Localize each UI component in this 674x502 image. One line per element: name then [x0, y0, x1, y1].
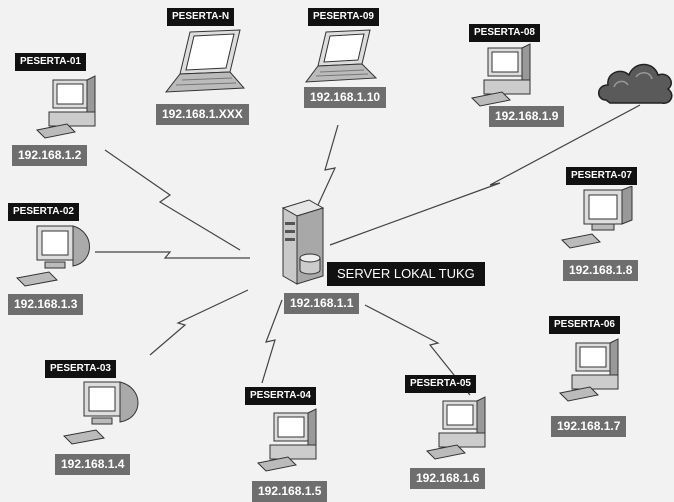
- peserta-n-label: PESERTA-N: [167, 8, 235, 26]
- peserta-07-ip: 192.168.1.8: [563, 260, 639, 281]
- link-peserta-01: [104, 149, 241, 251]
- peserta-04-label: PESERTA-04: [245, 387, 316, 405]
- peserta-02-ip: 192.168.1.3: [8, 294, 84, 315]
- peserta-07-label: PESERTA-07: [566, 167, 637, 185]
- desktop-icon: [470, 43, 531, 107]
- desktop-icon: [256, 408, 317, 472]
- laptop-icon: [304, 29, 378, 83]
- peserta-08-label: PESERTA-08: [469, 24, 540, 42]
- peserta-09-label: PESERTA-09: [308, 8, 379, 26]
- peserta-01-label: PESERTA-01: [15, 53, 86, 71]
- link-peserta-03: [149, 289, 249, 356]
- peserta-05-ip: 192.168.1.6: [410, 468, 486, 489]
- peserta-01-ip: 192.168.1.2: [12, 145, 88, 166]
- crt-monitor-icon: [62, 381, 139, 445]
- link-peserta-02: [95, 251, 250, 259]
- desktop-icon: [558, 338, 619, 402]
- cloud-icon: [598, 63, 673, 104]
- laptop-icon: [164, 29, 246, 93]
- monitor-icon: [560, 186, 633, 249]
- peserta-06-ip: 192.168.1.7: [551, 416, 627, 437]
- peserta-03-label: PESERTA-03: [45, 360, 116, 378]
- peserta-03-ip: 192.168.1.4: [55, 454, 131, 475]
- peserta-08-ip: 192.168.1.9: [489, 106, 565, 127]
- server-name-label: SERVER LOKAL TUKG: [327, 262, 485, 286]
- server-icon: [281, 199, 325, 285]
- link-peserta-05: [364, 304, 471, 396]
- peserta-05-label: PESERTA-05: [405, 375, 476, 393]
- peserta-06-label: PESERTA-06: [549, 316, 620, 334]
- server-ip-label: 192.168.1.1: [284, 293, 360, 314]
- peserta-04-ip: 192.168.1.5: [252, 481, 328, 502]
- link-peserta-04: [261, 299, 283, 384]
- desktop-icon: [35, 75, 96, 139]
- link-peserta-09: [317, 124, 339, 206]
- peserta-n-ip: 192.168.1.XXX: [156, 104, 249, 125]
- desktop-icon: [425, 396, 486, 460]
- peserta-02-label: PESERTA-02: [8, 203, 79, 221]
- peserta-09-ip: 192.168.1.10: [304, 87, 387, 108]
- crt-monitor-icon: [15, 225, 90, 287]
- link-internet: [329, 104, 641, 246]
